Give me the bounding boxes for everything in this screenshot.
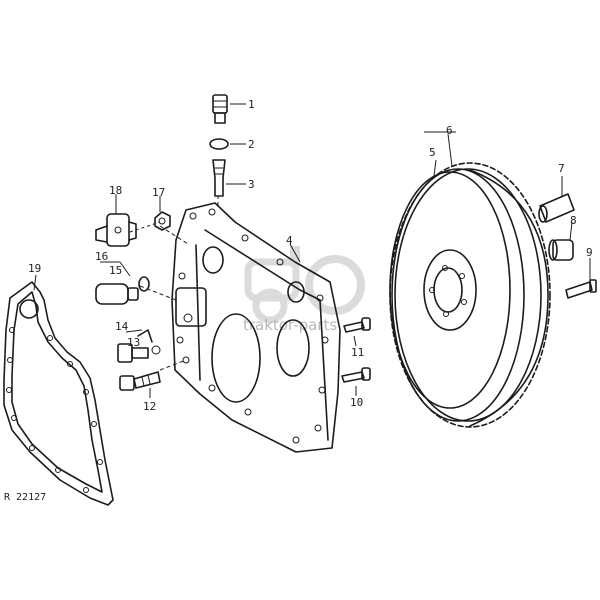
callout-8: 8	[570, 214, 577, 227]
callout-18: 18	[109, 184, 122, 197]
bolt-part-9	[565, 279, 597, 299]
callout-14: 14	[115, 320, 129, 333]
switch-part-18	[95, 213, 137, 247]
cap-screw-part-10	[341, 367, 371, 383]
bushing-part-8	[548, 239, 574, 261]
watermark-tractor-icon	[244, 246, 365, 324]
washer-part-2	[209, 138, 229, 150]
flywheel-housing-part-4	[171, 202, 341, 453]
dowel-pin-part-7	[538, 193, 575, 223]
leader-lines	[33, 103, 591, 398]
callout-9: 9	[586, 246, 593, 259]
callout-12: 12	[143, 400, 156, 413]
ring-gear-part-6	[389, 162, 551, 428]
callout-labels: 1 2 3 4 5 6 7 8 9 10 11 12 13 14 15 16 1…	[28, 98, 593, 413]
stud-part-3	[212, 159, 226, 197]
callout-13: 13	[127, 336, 140, 349]
fitting-part-1	[212, 94, 228, 124]
cap-screw-part-11	[343, 317, 371, 333]
callout-17: 17	[152, 186, 165, 199]
callout-10: 10	[350, 396, 363, 409]
o-ring-part-15	[138, 276, 150, 292]
watermark-text: traktor-parts	[243, 316, 337, 334]
callout-4: 4	[286, 234, 293, 247]
plug-part-16	[95, 283, 139, 305]
callout-3: 3	[248, 178, 255, 191]
bolt-part-12	[119, 371, 161, 391]
callout-11: 11	[351, 346, 364, 359]
callout-16: 16	[95, 250, 108, 263]
fitting-part-13	[117, 343, 161, 363]
flywheel-part-5	[389, 168, 525, 422]
nut-part-17	[154, 211, 171, 231]
callout-1: 1	[248, 98, 255, 111]
gasket-part-19	[3, 281, 114, 506]
callout-19: 19	[28, 262, 41, 275]
reference-code: R 22127	[4, 492, 46, 503]
callout-15: 15	[109, 264, 122, 277]
callout-2: 2	[248, 138, 255, 151]
callout-7: 7	[558, 162, 565, 175]
tube-part-14	[137, 329, 153, 343]
callout-6: 6	[446, 124, 453, 137]
callout-5: 5	[429, 146, 436, 159]
